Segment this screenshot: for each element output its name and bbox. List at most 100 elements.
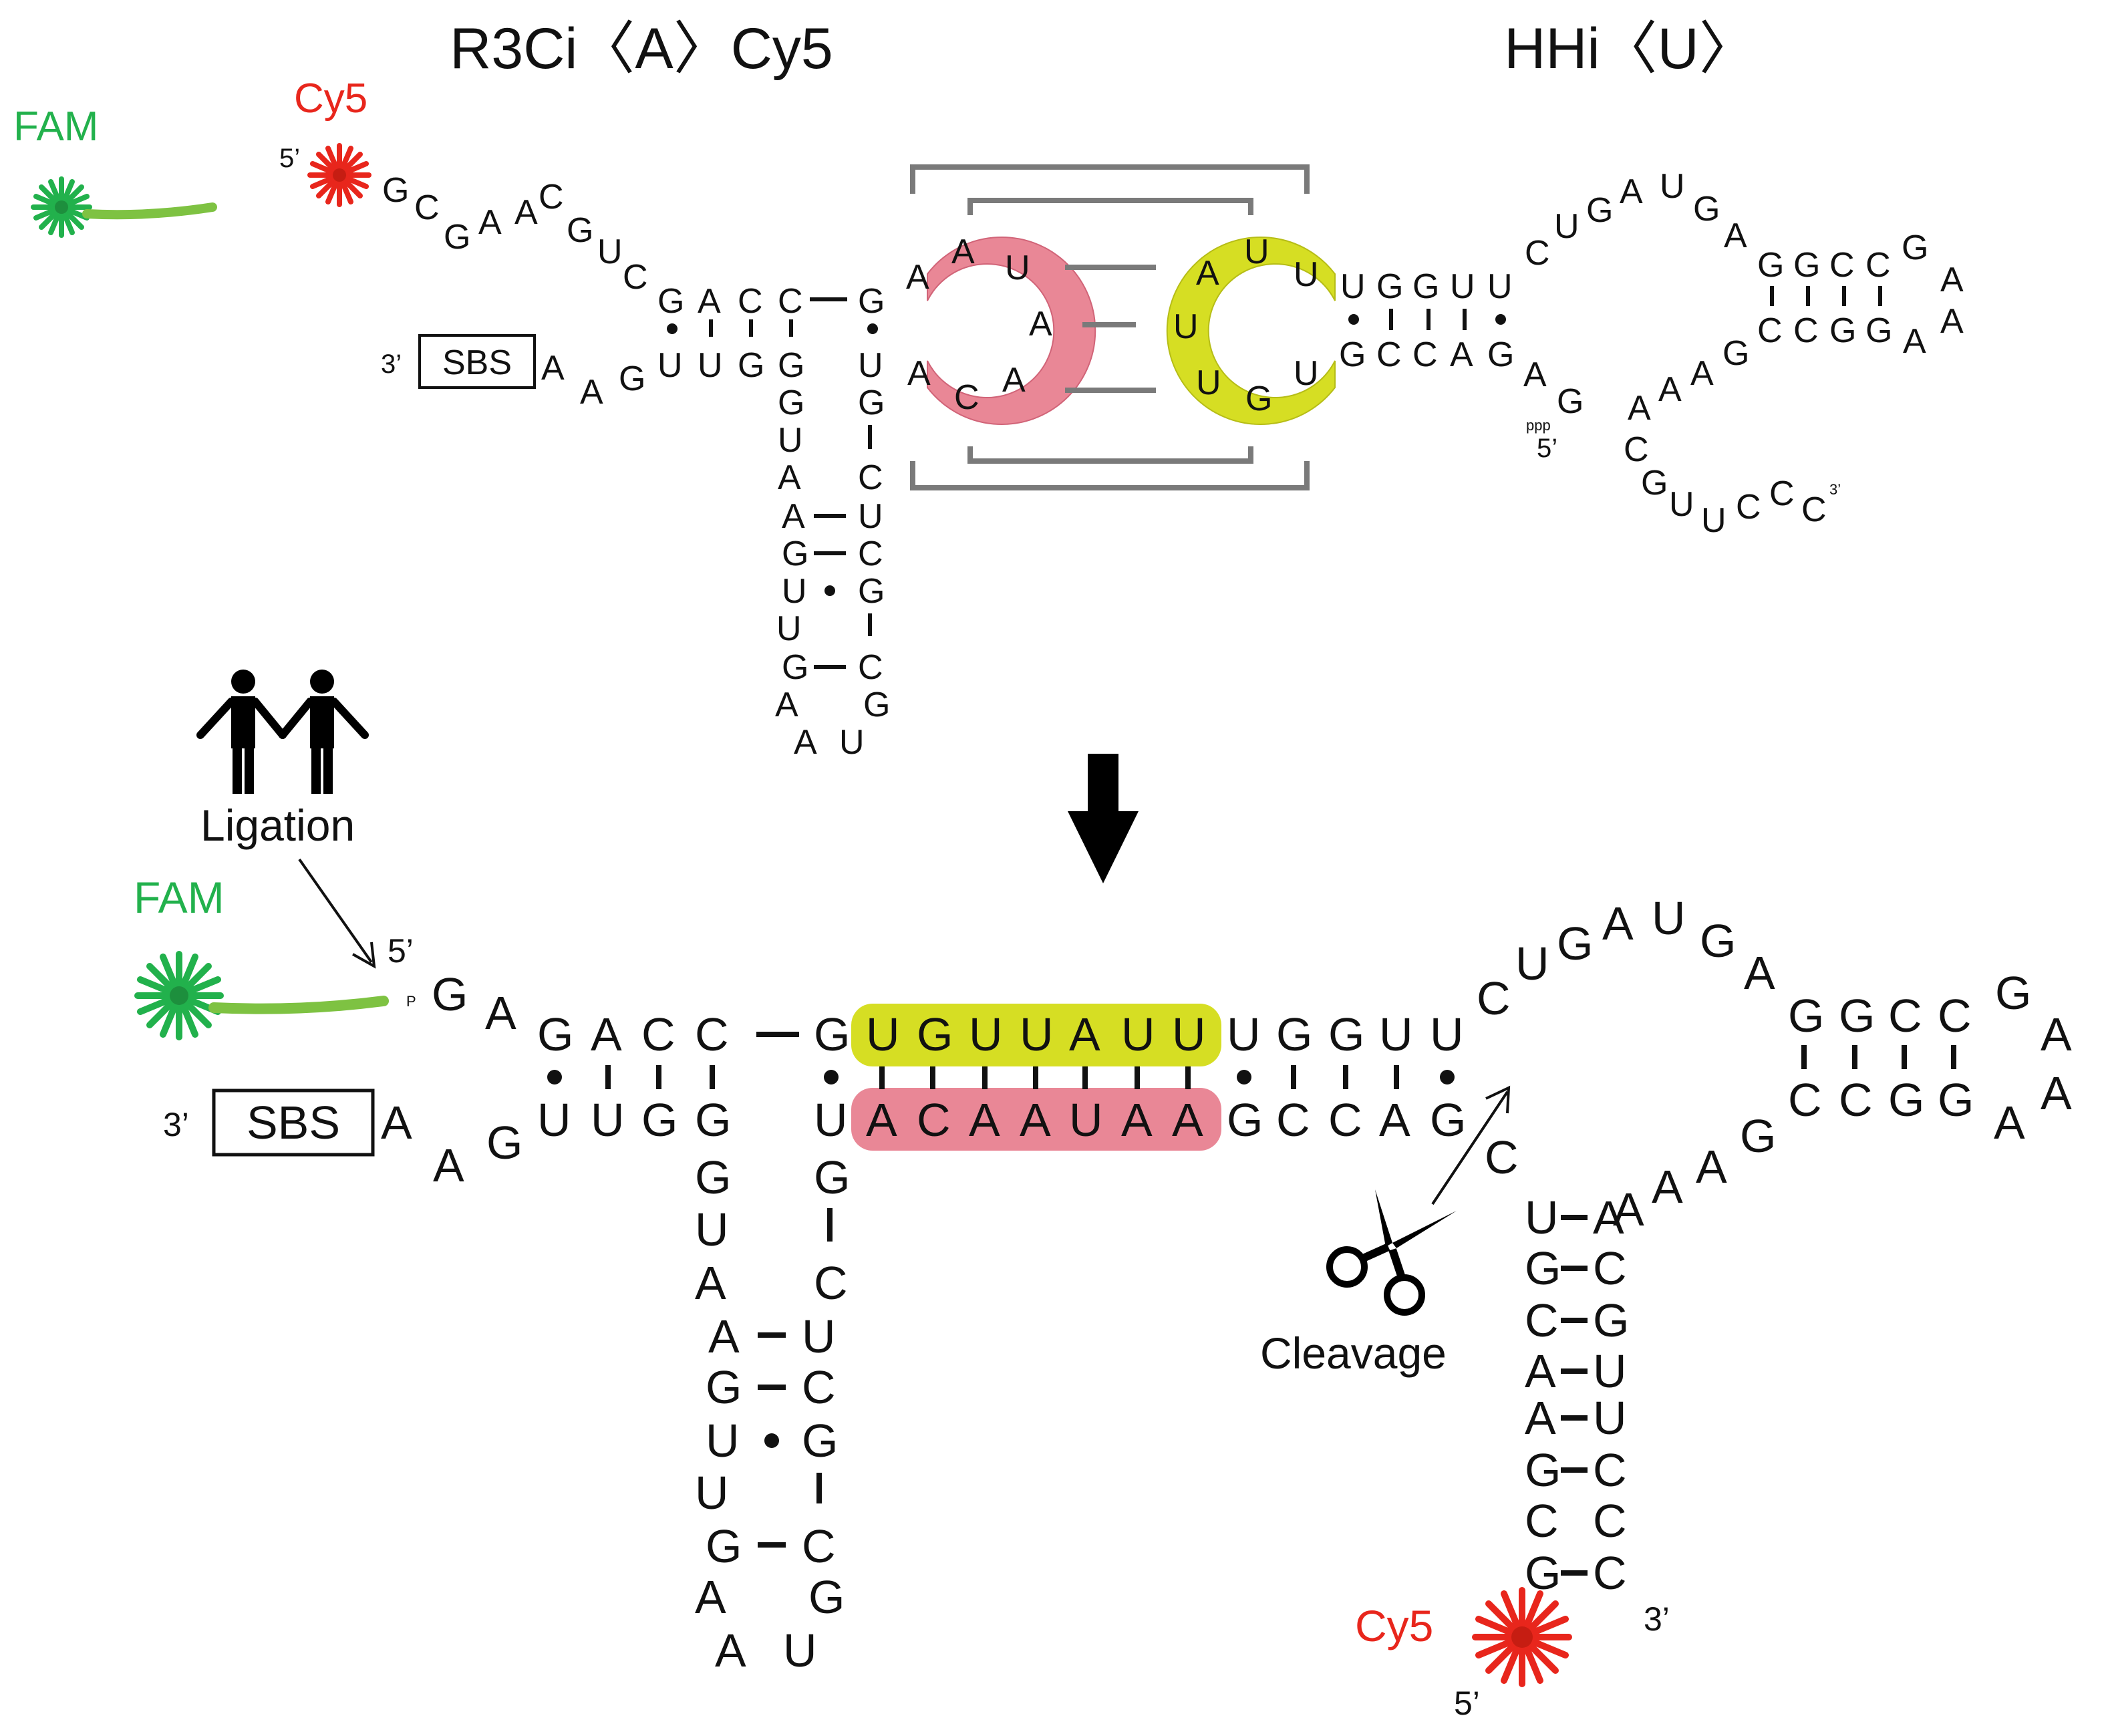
svg-text:C: C <box>778 282 803 321</box>
svg-text:U: U <box>706 1415 740 1467</box>
svg-text:G: G <box>917 1008 953 1060</box>
svg-text:C: C <box>1829 246 1855 285</box>
svg-text:A: A <box>433 1139 464 1191</box>
svg-text:A: A <box>1994 1097 2025 1149</box>
top-linker-5p: G C G A A C G U C <box>382 171 648 297</box>
svg-text:A: A <box>1525 1345 1556 1397</box>
svg-text:C: C <box>917 1094 951 1146</box>
svg-text:G: G <box>641 1094 678 1146</box>
svg-text:U: U <box>1294 255 1319 294</box>
svg-text:U: U <box>782 572 807 611</box>
svg-text:G: G <box>1245 380 1272 418</box>
svg-text:A: A <box>1196 254 1219 293</box>
svg-text:A: A <box>1658 370 1682 409</box>
svg-text:C: C <box>623 258 648 297</box>
svg-text:C: C <box>1412 335 1438 374</box>
svg-text:A: A <box>969 1094 1000 1146</box>
svg-text:U: U <box>1121 1008 1155 1060</box>
bottom-hh-return: G A A A <box>1613 1110 1776 1236</box>
svg-text:G: G <box>486 1117 522 1169</box>
svg-text:A: A <box>1690 354 1714 393</box>
svg-text:G: G <box>537 1008 573 1060</box>
svg-text:U: U <box>1020 1008 1054 1060</box>
top-hh-5p-end: A G <box>1523 355 1584 421</box>
svg-text:A: A <box>1613 1183 1644 1236</box>
svg-text:A: A <box>1724 216 1747 255</box>
top-hairpin-left: G U A A G U U G A A <box>775 384 817 762</box>
svg-text:C: C <box>1757 311 1783 350</box>
svg-text:C: C <box>1525 234 1550 273</box>
svg-text:G: G <box>432 968 468 1020</box>
svg-text:U: U <box>597 233 623 271</box>
sbs-label-bottom: SBS <box>247 1097 340 1149</box>
svg-text:A: A <box>591 1008 622 1060</box>
bottom-pink-strand: A C A A U A A <box>866 1094 1203 1146</box>
pink-strand-band <box>851 1088 1221 1151</box>
bottom-stem3-bottom: G C C A G <box>1227 1094 1466 1146</box>
bottom-hairpin-right: G C U C G C G U <box>783 1151 850 1677</box>
fam-oligo-bottom <box>208 996 389 1014</box>
svg-text:C: C <box>1938 990 1972 1042</box>
svg-text:C: C <box>695 1008 729 1060</box>
bottom-hairpin-left: G U A A G U U G A A <box>695 1151 746 1677</box>
svg-text:G: G <box>619 359 645 398</box>
svg-text:U: U <box>1593 1392 1627 1444</box>
svg-text:G: G <box>1276 1008 1312 1060</box>
svg-text:C: C <box>1769 474 1795 513</box>
top-hh-return: G A A A <box>1628 334 1749 428</box>
sbs-box-top <box>418 334 536 389</box>
svg-text:G: G <box>1995 967 2031 1019</box>
svg-text:A: A <box>906 258 929 297</box>
bottom-cleaved-c: C <box>1485 1131 1519 1183</box>
bottom-hairpin-pairs <box>758 1332 786 1548</box>
five-prime-fragment: 5’ <box>1454 1685 1480 1722</box>
svg-text:G: G <box>1865 311 1892 350</box>
svg-text:A: A <box>1593 1191 1624 1244</box>
svg-text:G: G <box>1339 335 1366 374</box>
top-pink-loop: A A U A A C A <box>906 233 1052 417</box>
cy5-star-icon <box>1472 1587 1572 1687</box>
svg-text:A: A <box>1002 361 1026 400</box>
svg-text:G: G <box>695 1094 731 1146</box>
svg-text:G: G <box>1525 1242 1561 1294</box>
top-stem1-bottom: U U G G <box>657 346 804 385</box>
svg-text:C: C <box>641 1008 675 1060</box>
top-hh-stem-bottom: G C C A G <box>1339 335 1514 374</box>
fam-oligo-top <box>82 202 217 220</box>
svg-text:A: A <box>778 458 801 497</box>
svg-text:A: A <box>485 987 516 1039</box>
svg-text:C: C <box>1525 1495 1559 1547</box>
svg-text:G: G <box>1793 246 1820 285</box>
svg-text:C: C <box>858 648 883 687</box>
svg-text:A: A <box>1029 305 1052 343</box>
svg-text:C: C <box>1593 1242 1627 1294</box>
svg-text:G: G <box>1641 464 1668 502</box>
svg-text:G: G <box>567 211 593 250</box>
svg-text:A: A <box>1696 1141 1727 1193</box>
top-tail-3p: A A G <box>541 349 645 412</box>
svg-text:C: C <box>1477 972 1511 1024</box>
svg-text:A: A <box>541 349 565 388</box>
svg-text:U: U <box>1515 937 1549 990</box>
svg-text:A: A <box>2041 1008 2072 1060</box>
svg-text:U: U <box>1005 249 1030 287</box>
top-hh-3p-tail: C G U U C C C <box>1624 430 1827 540</box>
svg-text:G: G <box>1693 190 1720 229</box>
svg-text:U: U <box>1669 485 1694 524</box>
svg-text:C: C <box>1624 430 1649 469</box>
cleavage-arrow <box>1431 1085 1511 1205</box>
bottom-stem3-top: U G G U U <box>1227 1008 1464 1060</box>
svg-text:C: C <box>858 535 883 573</box>
top-hairpin-pairs <box>814 514 846 669</box>
sbs-label-top: SBS <box>442 343 512 382</box>
bottom-hh-hairpin-bottom: C C G G <box>1788 1074 1974 1126</box>
svg-text:A: A <box>708 1310 740 1362</box>
svg-text:A: A <box>1940 302 1964 341</box>
svg-text:A: A <box>514 193 538 232</box>
svg-text:C: C <box>1788 1074 1822 1126</box>
svg-text:C: C <box>1839 1074 1873 1126</box>
svg-text:U: U <box>783 1624 817 1677</box>
svg-text:U: U <box>1172 1008 1206 1060</box>
svg-text:A: A <box>1744 947 1775 999</box>
top-hairpin-right: G C U C G C G U <box>839 384 890 762</box>
